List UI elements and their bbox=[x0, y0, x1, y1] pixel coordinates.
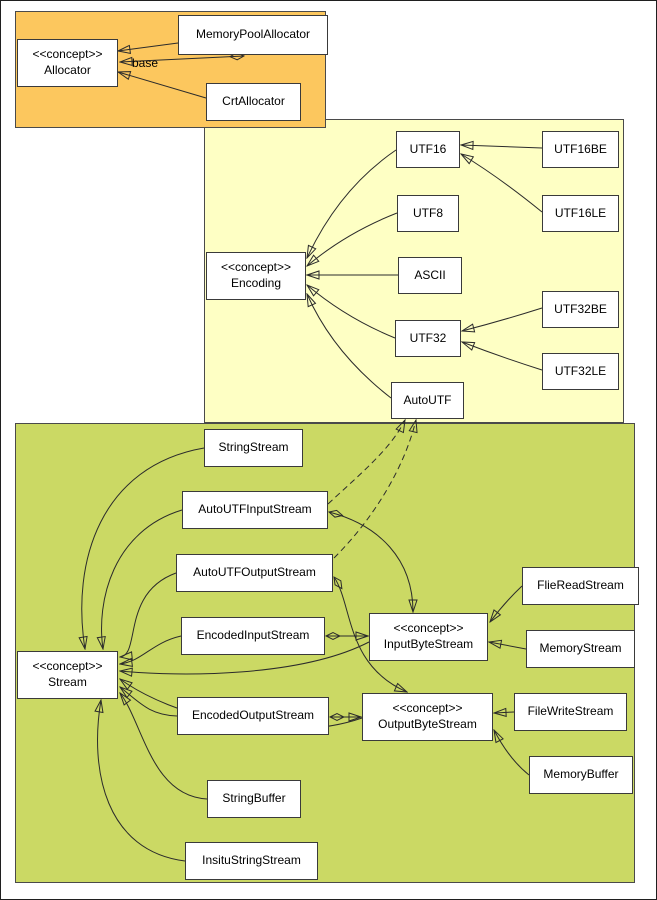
node-label: InsituStringStream bbox=[202, 853, 301, 868]
node-label: UTF8 bbox=[413, 205, 443, 220]
node-label: EncodedOutputStream bbox=[191, 708, 315, 723]
node-label: StringBuffer bbox=[222, 791, 286, 806]
node-label: UTF32LE bbox=[554, 363, 607, 378]
node-stereotype: <<concept>> bbox=[32, 47, 103, 62]
node-memory-buffer: MemoryBuffer bbox=[529, 756, 633, 794]
node-encoded-input-stream: EncodedInputStream bbox=[181, 617, 325, 655]
node-utf16le: UTF16LE bbox=[542, 195, 619, 232]
node-autoutf-input-stream: AutoUTFInputStream bbox=[182, 491, 328, 529]
node-stereotype: <<concept>> bbox=[393, 621, 464, 636]
node-label: MemoryStream bbox=[539, 641, 622, 656]
node-label: AutoUTF bbox=[403, 392, 452, 407]
node-autoutf: AutoUTF bbox=[391, 382, 464, 419]
node-label: ASCII bbox=[414, 267, 446, 282]
node-label: Allocator bbox=[44, 63, 91, 77]
node-label: UTF16LE bbox=[554, 205, 607, 220]
node-label: EncodedInputStream bbox=[196, 628, 310, 643]
node-label: UTF16 bbox=[409, 141, 447, 156]
node-label: UTF32BE bbox=[554, 301, 607, 316]
node-stereotype: <<concept>> bbox=[220, 260, 292, 275]
node-label: UTF16BE bbox=[554, 141, 607, 156]
node-ascii: ASCII bbox=[398, 257, 462, 294]
node-label: MemoryBuffer bbox=[543, 767, 619, 782]
node-output-byte-stream-concept: <<concept>> OutputByteStream bbox=[362, 693, 493, 741]
node-memory-pool-allocator: MemoryPoolAllocator bbox=[178, 15, 328, 55]
node-label: AutoUTFInputStream bbox=[198, 502, 312, 517]
node-encoding-concept: <<concept>> Encoding bbox=[206, 252, 306, 300]
node-allocator-concept: <<concept>> Allocator bbox=[17, 39, 118, 87]
node-label: Encoding bbox=[230, 276, 282, 290]
node-utf32be: UTF32BE bbox=[542, 291, 619, 328]
node-label: Stream bbox=[48, 675, 87, 689]
node-flie-read-stream: FlieReadStream bbox=[522, 567, 639, 605]
node-label: FlieReadStream bbox=[537, 578, 624, 593]
node-utf16: UTF16 bbox=[396, 131, 460, 168]
node-label: CrtAllocator bbox=[222, 94, 285, 109]
node-utf16be: UTF16BE bbox=[542, 131, 619, 168]
node-encoded-output-stream: EncodedOutputStream bbox=[177, 697, 329, 735]
node-label: UTF32 bbox=[409, 330, 447, 345]
node-stream-concept: <<concept>> Stream bbox=[17, 651, 118, 699]
node-label: MemoryPoolAllocator bbox=[195, 27, 311, 42]
node-stereotype: <<concept>> bbox=[392, 701, 463, 716]
node-crt-allocator: CrtAllocator bbox=[206, 83, 301, 121]
node-label: InputByteStream bbox=[383, 637, 474, 651]
node-file-write-stream: FileWriteStream bbox=[514, 693, 627, 731]
node-label: FileWriteStream bbox=[527, 704, 614, 719]
node-string-buffer: StringBuffer bbox=[207, 780, 301, 818]
node-input-byte-stream-concept: <<concept>> InputByteStream bbox=[369, 613, 488, 661]
node-string-stream: StringStream bbox=[204, 429, 303, 467]
node-utf32: UTF32 bbox=[395, 320, 461, 357]
node-label: StringStream bbox=[218, 440, 289, 455]
node-memory-stream: MemoryStream bbox=[526, 630, 635, 668]
node-insitu-string-stream: InsituStringStream bbox=[185, 842, 318, 880]
node-utf32le: UTF32LE bbox=[542, 353, 619, 390]
node-autoutf-output-stream: AutoUTFOutputStream bbox=[176, 554, 333, 592]
node-label: AutoUTFOutputStream bbox=[193, 565, 316, 580]
node-label: OutputByteStream bbox=[378, 717, 477, 731]
node-utf8: UTF8 bbox=[397, 195, 459, 232]
node-stereotype: <<concept>> bbox=[32, 659, 103, 674]
